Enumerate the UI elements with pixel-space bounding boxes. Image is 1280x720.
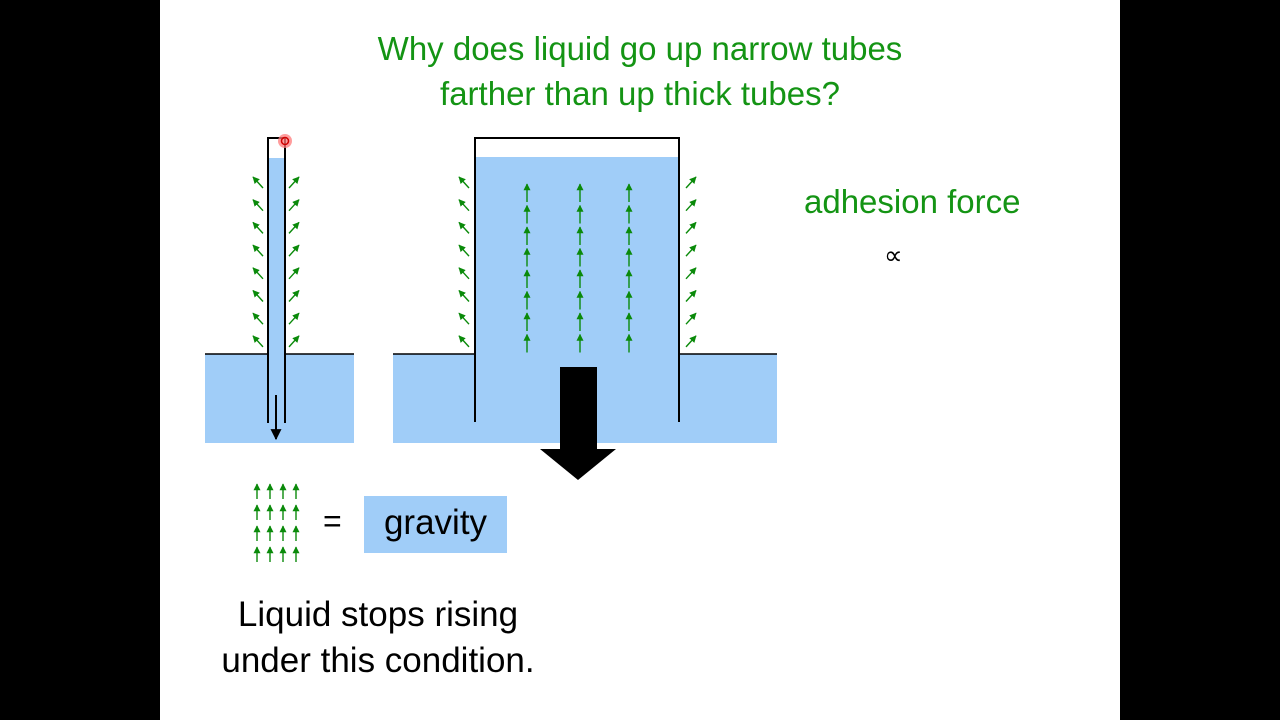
adhesion-arrow-right: [288, 176, 300, 189]
adhesion-arrow-right: [685, 176, 697, 189]
adhesion-arrow-left: [252, 267, 264, 280]
adhesion-arrow-left: [458, 267, 470, 280]
adhesion-arrow-left: [252, 289, 264, 302]
adhesion-arrow-right: [685, 199, 697, 212]
narrow-tube: [267, 137, 286, 423]
gravity-label: gravity: [383, 503, 488, 542]
slide-title: Why does liquid go up narrow tubes farth…: [0, 26, 1280, 116]
gravity-box: gravity: [364, 496, 507, 553]
narrow-tube-water-column: [268, 158, 285, 423]
adhesion-arrow-left: [252, 312, 264, 325]
adhesion-arrow-right: [685, 244, 697, 257]
adhesion-arrow-left: [252, 199, 264, 212]
adhesion-arrow-right: [288, 289, 300, 302]
adhesion-arrow-right: [288, 335, 300, 348]
equals-sign: =: [323, 503, 342, 539]
adhesion-arrow-left: [252, 176, 264, 189]
title-line-1: Why does liquid go up narrow tubes: [377, 30, 903, 67]
adhesion-arrow-right: [685, 335, 697, 348]
conclusion-text: Liquid stops rising under this condition…: [200, 592, 556, 684]
adhesion-arrow-right: [288, 221, 300, 234]
adhesion-arrow-right: [288, 199, 300, 212]
adhesion-arrow-left: [252, 221, 264, 234]
adhesion-arrow-left: [252, 244, 264, 257]
adhesion-arrow-left: [458, 221, 470, 234]
adhesion-arrow-left: [252, 335, 264, 348]
adhesion-arrow-right: [685, 267, 697, 280]
pointer-dot-ring: [280, 136, 290, 146]
adhesion-force-label: adhesion force: [804, 183, 1021, 220]
adhesion-arrow-right: [685, 221, 697, 234]
conclusion-line-2: under this condition.: [221, 641, 535, 680]
adhesion-arrow-right: [288, 312, 300, 325]
adhesion-arrow-left: [458, 199, 470, 212]
wide-tube: [474, 137, 680, 422]
adhesion-arrow-left: [458, 176, 470, 189]
wide-upward-force-arrows: [523, 183, 633, 353]
wide-gravity-arrow: [540, 367, 616, 480]
adhesion-arrow-left: [458, 244, 470, 257]
adhesion-arrow-left: [458, 335, 470, 348]
wide-adhesion-arrows: [458, 176, 697, 348]
proportional-symbol: ∝: [884, 240, 903, 270]
upward-force-arrows-icon: [253, 483, 300, 562]
adhesion-arrow-left: [458, 289, 470, 302]
adhesion-arrow-right: [685, 289, 697, 302]
pointer-dot-icon: [278, 134, 292, 148]
adhesion-arrow-left: [458, 312, 470, 325]
adhesion-arrow-right: [288, 244, 300, 257]
adhesion-arrow-right: [288, 267, 300, 280]
narrow-adhesion-arrows: [252, 176, 300, 348]
adhesion-arrow-right: [685, 312, 697, 325]
conclusion-line-1: Liquid stops rising: [237, 595, 519, 634]
title-line-2: farther than up thick tubes?: [440, 75, 840, 112]
